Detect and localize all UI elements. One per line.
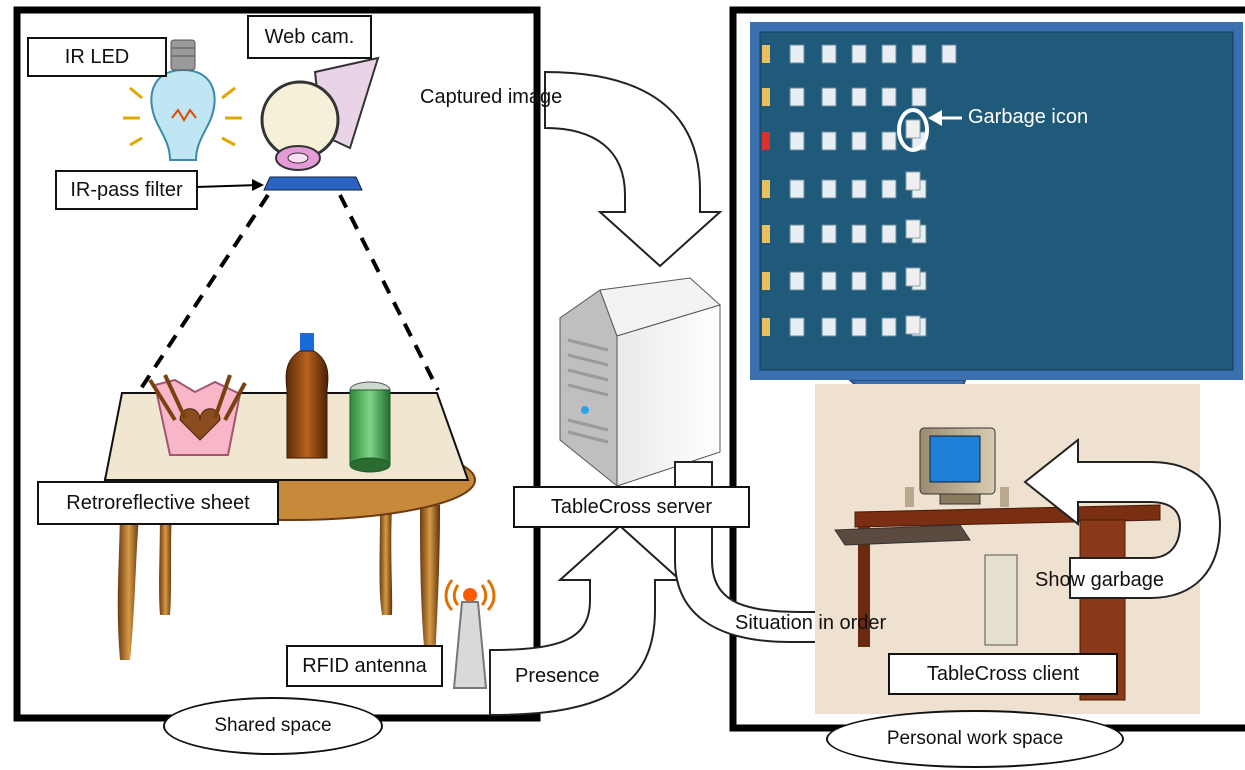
desktop-file-icon [789, 131, 805, 151]
desktop-file-icons [762, 44, 957, 337]
desktop-file-icon [905, 171, 921, 191]
desktop-file-icon [821, 44, 837, 64]
desktop-file-icon [941, 44, 957, 64]
ir-pass-filter-label: IR-pass filter [55, 170, 198, 210]
desktop-screen-callout [750, 22, 1243, 462]
camera-view-line-left [138, 193, 270, 392]
desktop-file-icon [789, 179, 805, 199]
desktop-file-icon [789, 44, 805, 64]
rfid-antenna-icon [444, 579, 496, 689]
desktop-file-icon [762, 318, 770, 336]
snack-basket-icon [148, 374, 247, 456]
desktop-file-icon [911, 44, 927, 64]
web-cam-label: Web cam. [247, 15, 372, 59]
desktop-file-icon [821, 131, 837, 151]
situation-in-order-label: Situation in order [735, 612, 887, 634]
web-cam-icon [260, 56, 380, 171]
can-icon [349, 381, 391, 473]
desktop-file-icon [762, 272, 770, 290]
monitor-icon [905, 427, 1009, 507]
desktop-file-icon [905, 315, 921, 335]
tablecross-client-label: TableCross client [888, 653, 1118, 695]
garbage-icon-highlight [897, 108, 929, 152]
bottle-icon [285, 333, 329, 459]
ir-pass-filter-plate [263, 176, 363, 191]
ir-filter-pointer-arrow [195, 184, 259, 188]
desktop-file-icon [851, 87, 867, 107]
desktop-file-icon [851, 131, 867, 151]
camera-view-line-right [338, 194, 440, 391]
desktop-file-icon [789, 317, 805, 337]
server-icon [559, 277, 721, 488]
ir-led-label: IR LED [27, 37, 167, 77]
computer-desk-icon [834, 504, 1161, 701]
desktop-file-icon [881, 271, 897, 291]
presence-label: Presence [515, 665, 600, 687]
desktop-file-icon [762, 132, 770, 150]
desktop-file-icon [821, 179, 837, 199]
desktop-file-icon [881, 179, 897, 199]
desktop-file-icon [789, 87, 805, 107]
desktop-file-icon [851, 317, 867, 337]
desktop-file-icon [905, 219, 921, 239]
desktop-file-icon [851, 224, 867, 244]
desktop-file-icon [851, 271, 867, 291]
desktop-file-icon [789, 271, 805, 291]
shared-space-label: Shared space [163, 697, 383, 755]
desktop-file-icon [762, 180, 770, 198]
desktop-file-icon [821, 271, 837, 291]
desktop-file-icon [821, 87, 837, 107]
rfid-antenna-label: RFID antenna [286, 645, 443, 687]
desktop-file-icon [905, 267, 921, 287]
desktop-file-icon [762, 45, 770, 63]
desktop-file-icon [905, 119, 921, 139]
desktop-file-icon [881, 87, 897, 107]
garbage-icon-label: Garbage icon [968, 106, 1089, 128]
desktop-file-icon [851, 179, 867, 199]
light-bulb-icon [123, 39, 242, 161]
desktop-file-icon [851, 44, 867, 64]
desktop-file-icon [881, 224, 897, 244]
desktop-file-icon [911, 87, 927, 107]
desktop-file-icon [821, 224, 837, 244]
desktop-file-icon [881, 44, 897, 64]
show-garbage-label: Show garbage [1035, 569, 1164, 591]
desktop-file-icon [881, 317, 897, 337]
desktop-file-icon [762, 88, 770, 106]
presence-arrow [489, 524, 683, 717]
personal-work-space-label: Personal work space [826, 710, 1124, 768]
desktop-file-icon [762, 225, 770, 243]
retroreflective-sheet-label: Retroreflective sheet [37, 481, 279, 525]
tablecross-server-label: TableCross server [513, 486, 750, 528]
desktop-file-icon [881, 131, 897, 151]
desktop-file-icon [821, 317, 837, 337]
captured-image-label: Captured image [420, 86, 563, 108]
desktop-file-icon [789, 224, 805, 244]
show-garbage-arrow [1023, 437, 1222, 599]
captured-image-arrow [544, 70, 723, 268]
